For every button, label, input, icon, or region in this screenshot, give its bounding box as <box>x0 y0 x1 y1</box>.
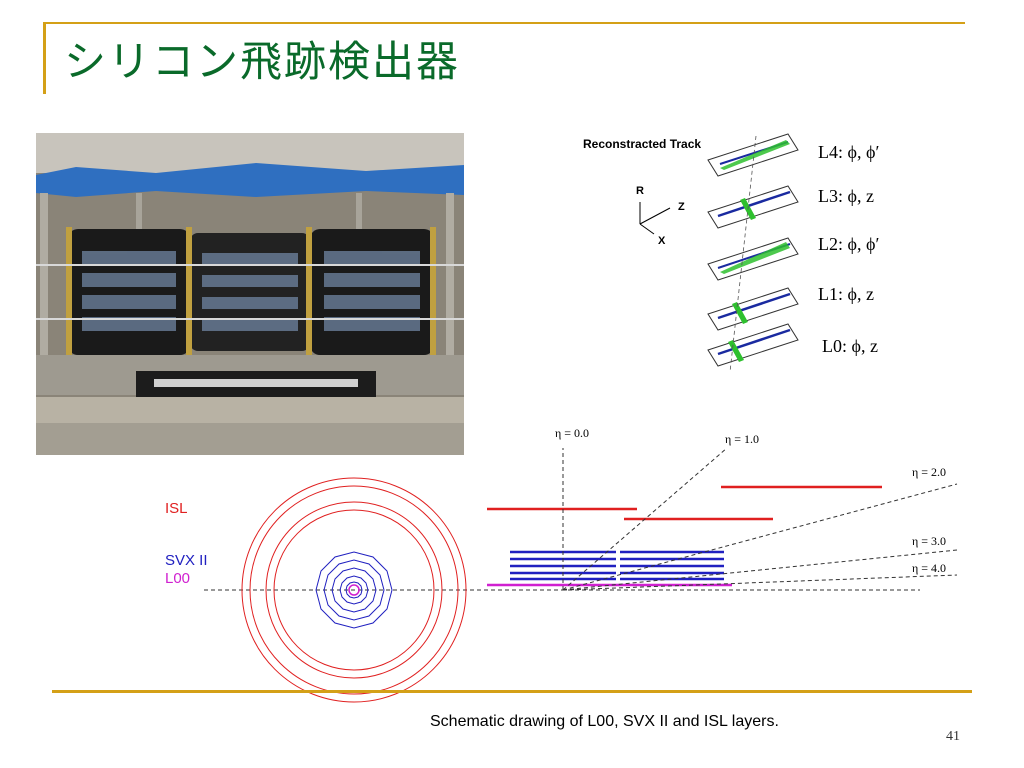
figure-caption: Schematic drawing of L00, SVX II and ISL… <box>430 713 779 730</box>
footer-rule <box>52 690 972 693</box>
detector-photo <box>36 133 464 455</box>
layer-l3-label: L3: ϕ, z <box>818 186 874 206</box>
axis-x-label: X <box>658 235 666 247</box>
eta-3-label: η = 3.0 <box>912 534 946 548</box>
layer-l1-label: L1: ϕ, z <box>818 284 874 304</box>
layer-l2-plane <box>707 237 799 281</box>
isl-side-view <box>487 485 882 521</box>
slide-title: シリコン飛跡検出器 <box>64 37 461 86</box>
legend-svx: SVX II <box>165 552 208 569</box>
eta-0-label: η = 0.0 <box>555 426 589 440</box>
layer-l3-plane <box>707 185 799 229</box>
eta-2-label: η = 2.0 <box>912 465 946 479</box>
layer-l0-label: L0: ϕ, z <box>822 336 878 356</box>
l00-cross-section <box>348 584 360 596</box>
track-diagram-heading: Reconstracted Track <box>583 137 701 151</box>
title-top-rule <box>43 22 965 24</box>
isl-cross-section <box>241 477 467 703</box>
title-side-rule <box>43 22 46 94</box>
reconstructed-track-diagram: Reconstracted Track R Z X L4: ϕ, ϕ′ <box>583 133 879 373</box>
page-number: 41 <box>946 729 960 744</box>
layer-l2-label: L2: ϕ, ϕ′ <box>818 234 879 254</box>
layer-l0-plane <box>707 323 799 367</box>
eta-lines <box>562 447 958 591</box>
track-line <box>729 135 757 373</box>
layer-l4-label: L4: ϕ, ϕ′ <box>818 142 879 162</box>
axes-icon: R Z X <box>636 185 685 247</box>
legend-isl: ISL <box>165 500 188 517</box>
axis-z-label: Z <box>678 201 685 213</box>
layer-l1-plane <box>707 287 799 331</box>
svx-cross-section <box>315 551 393 629</box>
axis-r-label: R <box>636 185 644 197</box>
layer-l4-plane <box>707 133 799 177</box>
legend-l00: L00 <box>165 570 190 587</box>
svx-side-view <box>510 550 724 581</box>
eta-1-label: η = 1.0 <box>725 432 759 446</box>
eta-4-label: η = 4.0 <box>912 561 946 575</box>
